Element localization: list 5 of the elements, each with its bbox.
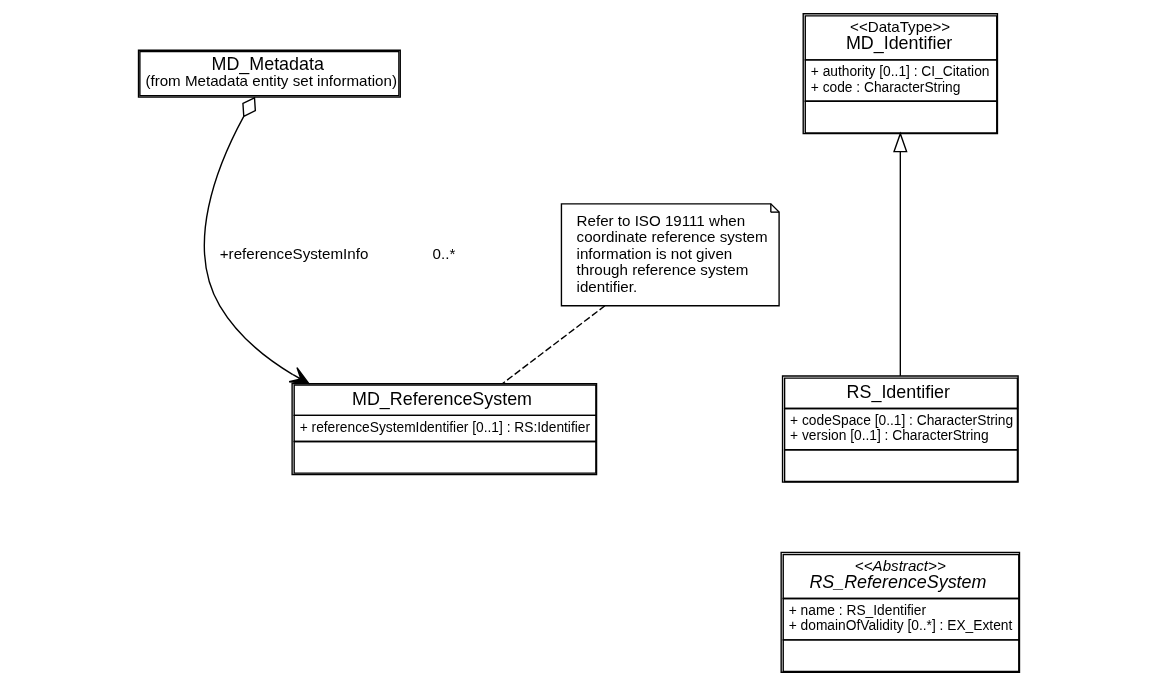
connector bbox=[501, 305, 606, 385]
arrow bbox=[893, 131, 908, 377]
arrow bbox=[203, 96, 310, 385]
edge-label: +referenceSystemInfo bbox=[219, 244, 369, 262]
label: 0..* bbox=[432, 244, 456, 262]
